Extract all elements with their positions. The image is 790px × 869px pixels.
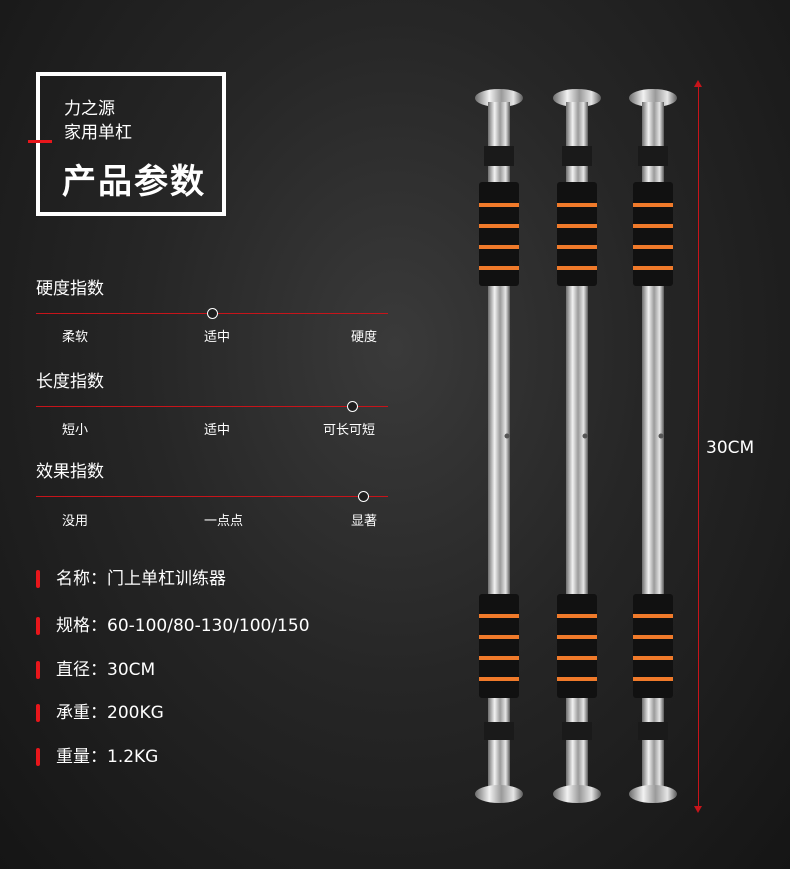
tick-label-high: 可长可短	[323, 423, 376, 438]
title-accent-bar	[28, 140, 52, 143]
tick-label-mid: 一点点	[204, 514, 244, 529]
index-label: 长度指数	[36, 372, 104, 392]
tick-label-high: 显著	[351, 514, 378, 529]
dimension-arrow-bottom	[694, 806, 702, 813]
scale-line	[36, 406, 388, 407]
spec-text: 名称：门上单杠训练器	[56, 569, 226, 589]
spec-text: 重量：1.2KG	[56, 747, 159, 767]
spec-marker	[36, 617, 40, 635]
pull-up-bar-image	[553, 89, 601, 803]
index-label: 效果指数	[36, 462, 104, 482]
title-box: 力之源 家用单杠 产品参数	[36, 72, 226, 216]
spec-marker	[36, 748, 40, 766]
scale-knob	[206, 308, 218, 319]
spec-marker	[36, 704, 40, 722]
scale-knob	[347, 401, 359, 412]
page-title: 产品参数	[62, 162, 206, 202]
tick-label-low: 短小	[62, 423, 89, 438]
dimension-line	[698, 84, 699, 810]
spec-text: 规格：60-100/80-130/100/150	[56, 616, 310, 636]
tick-label-mid: 适中	[204, 330, 231, 345]
scale-knob	[357, 491, 369, 502]
scale-line	[36, 496, 388, 497]
pull-up-bar-image	[629, 89, 677, 803]
brand-line-1: 力之源	[64, 99, 115, 119]
spec-marker	[36, 661, 40, 679]
tick-label-low: 柔软	[62, 330, 89, 345]
index-label: 硬度指数	[36, 279, 104, 299]
tick-label-high: 硬度	[351, 330, 378, 345]
pull-up-bar-image	[475, 89, 523, 803]
tick-label-low: 没用	[62, 514, 89, 529]
spec-text: 直径：30CM	[56, 660, 156, 680]
dimension-label: 30CM	[706, 438, 755, 458]
dimension-arrow-top	[694, 80, 702, 87]
spec-text: 承重：200KG	[56, 703, 164, 723]
brand-line-2: 家用单杠	[64, 123, 132, 143]
tick-label-mid: 适中	[204, 423, 231, 438]
spec-marker	[36, 570, 40, 588]
